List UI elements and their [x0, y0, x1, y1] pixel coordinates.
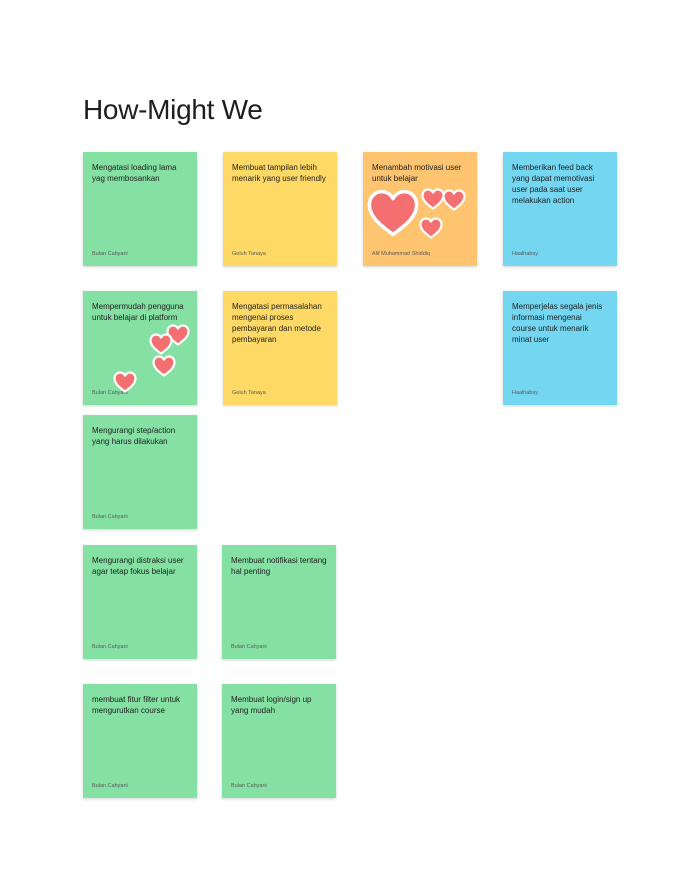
sticky-note-author: Bulan Cahyani: [231, 644, 267, 650]
sticky-note-text: Mengatasi loading lama yag membosankan: [92, 163, 177, 183]
heart-icon[interactable]: [166, 324, 190, 346]
sticky-note-text: Mengatasi permasalahan mengenai proses p…: [232, 302, 322, 344]
sticky-note-text: Menambah motivasi user untuk belajar: [372, 163, 462, 183]
sticky-note-author: Bulan Cahyani: [92, 514, 128, 520]
sticky-note[interactable]: Membuat notifikasi tentang hal penting B…: [222, 545, 336, 659]
sticky-note[interactable]: Memperjelas segala jenis informasi menge…: [503, 291, 617, 405]
sticky-note-author: Geluh Tanaya: [232, 390, 266, 396]
heart-icon[interactable]: [113, 371, 137, 393]
sticky-note-author: Bulan Cahyani: [92, 783, 128, 789]
heart-icon[interactable]: [366, 188, 420, 238]
sticky-note-text: Memperjelas segala jenis informasi menge…: [512, 302, 603, 344]
sticky-note-author: Geluh Tanaya: [232, 251, 266, 257]
sticky-note-text: Mengurangi distraksi user agar tetap fok…: [92, 556, 184, 576]
sticky-note-author: Haalhabsy: [512, 390, 538, 396]
sticky-note[interactable]: Mengurangi step/action yang harus dilaku…: [83, 415, 197, 529]
heart-icon[interactable]: [419, 217, 443, 239]
sticky-note-text: Membuat login/sign up yang mudah: [231, 695, 312, 715]
sticky-note-text: Mempermudah pengguna untuk belajar di pl…: [92, 302, 184, 322]
sticky-note[interactable]: Mengatasi loading lama yag membosankan B…: [83, 152, 197, 266]
heart-icon[interactable]: [442, 189, 466, 211]
sticky-note-author: Haalhabsy: [512, 251, 538, 257]
sticky-note-author: Alif Muhammad Shiddiq: [372, 251, 431, 257]
sticky-note-text: Membuat tampilan lebih menarik yang user…: [232, 163, 326, 183]
sticky-note-text: Membuat notifikasi tentang hal penting: [231, 556, 327, 576]
sticky-note-text: membuat fitur filter untuk mengurutkan c…: [92, 695, 181, 715]
heart-icon[interactable]: [152, 355, 176, 377]
sticky-note[interactable]: Mengurangi distraksi user agar tetap fok…: [83, 545, 197, 659]
sticky-note[interactable]: Membuat login/sign up yang mudah Bulan C…: [222, 684, 336, 798]
sticky-note-author: Bulan Cahyani: [92, 390, 128, 396]
sticky-note[interactable]: membuat fitur filter untuk mengurutkan c…: [83, 684, 197, 798]
sticky-note[interactable]: Memberikan feed back yang dapat memotiva…: [503, 152, 617, 266]
sticky-note[interactable]: Membuat tampilan lebih menarik yang user…: [223, 152, 337, 266]
sticky-note-text: Mengurangi step/action yang harus dilaku…: [92, 426, 176, 446]
heart-icon[interactable]: [149, 333, 173, 355]
sticky-note[interactable]: Mempermudah pengguna untuk belajar di pl…: [83, 291, 197, 405]
sticky-note[interactable]: Mengatasi permasalahan mengenai proses p…: [223, 291, 337, 405]
sticky-note-author: Bulan Cahyani: [92, 644, 128, 650]
board-title: How-Might We: [83, 94, 263, 125]
sticky-note-text: Memberikan feed back yang dapat memotiva…: [512, 163, 595, 205]
sticky-note-author: Bulan Cahyani: [231, 783, 267, 789]
sticky-note-author: Bulan Cahyani: [92, 251, 128, 257]
